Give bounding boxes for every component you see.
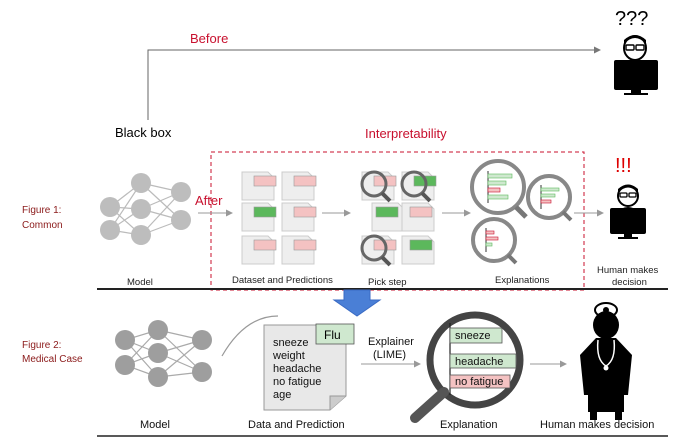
- figure1-model-label: Model: [127, 277, 153, 288]
- question-marks: ???: [615, 8, 648, 30]
- figure2-title-line1: Figure 2:: [22, 340, 61, 351]
- explainer-label-line2: (LIME): [373, 349, 406, 361]
- dataset-cards: [241, 171, 317, 265]
- data-prediction-label: Data and Prediction: [248, 419, 345, 431]
- pick-step-label: Pick step: [368, 277, 407, 288]
- prediction-badge: [315, 323, 355, 345]
- human-label-line1: Human makes: [597, 265, 658, 276]
- doc-line-3: headache: [273, 363, 321, 375]
- doc-line-1: sneeze: [273, 337, 308, 349]
- prediction-label: Flu: [324, 328, 341, 342]
- figure1-title-line2: Common: [22, 220, 63, 231]
- before-path: [147, 46, 601, 120]
- doc-line-2: weight: [272, 350, 305, 362]
- middle-person-icon: [610, 184, 646, 239]
- explanation-magnifier-icon: [410, 311, 524, 423]
- interpretability-box: [210, 151, 585, 291]
- human-decision-label: Human makes decision: [540, 419, 654, 431]
- explanation-label: Explanation: [440, 419, 498, 431]
- exclaim-marks: !!!: [615, 155, 632, 177]
- figure1-title-line1: Figure 1:: [22, 205, 61, 216]
- figure2-neural-network-icon: [115, 320, 212, 387]
- human-label-line2: decision: [612, 277, 647, 288]
- explanation-item-2: headache: [455, 356, 503, 368]
- figure1-neural-network-icon: [100, 173, 191, 245]
- interpretability-label: Interpretability: [365, 126, 447, 141]
- down-arrow-icon: [332, 289, 382, 317]
- explainer-label-line1: Explainer: [368, 336, 414, 348]
- figure2-model-label: Model: [140, 419, 170, 431]
- explanation-item-3: no fatigue: [455, 376, 503, 388]
- top-person-icon: [614, 35, 658, 95]
- explanation-item-1: sneeze: [455, 330, 490, 342]
- dataset-label: Dataset and Predictions: [232, 275, 333, 286]
- doc-line-4: no fatigue: [273, 376, 321, 388]
- explanations-magnifiers: [470, 159, 573, 265]
- explanations-label: Explanations: [495, 275, 550, 286]
- after-label: After: [195, 193, 223, 208]
- pick-step-cards: [360, 170, 437, 267]
- figure2-title-line2: Medical Case: [22, 354, 83, 365]
- model-to-data-connector: [221, 315, 279, 357]
- black-box-label: Black box: [115, 125, 172, 140]
- doctor-icon: [580, 302, 632, 420]
- before-label: Before: [190, 31, 228, 46]
- doc-line-5: age: [273, 389, 291, 401]
